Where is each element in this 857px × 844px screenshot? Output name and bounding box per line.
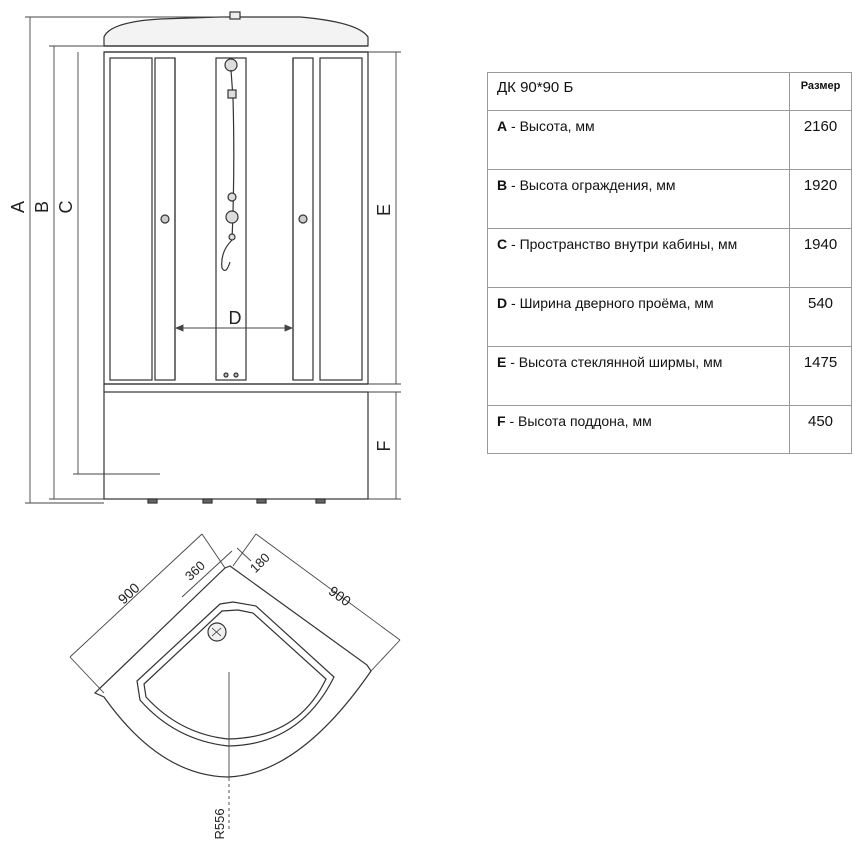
table-row: B - Высота ограждения, мм 1920 — [487, 169, 852, 229]
row-value: 1920 — [789, 169, 852, 229]
tray-basin-inner — [136, 601, 335, 747]
right-door-handle — [298, 214, 308, 224]
plan-dimension-lines — [69, 533, 401, 830]
row-letter: C — [497, 236, 508, 252]
row-label: - Ширина дверного проёма, мм — [507, 295, 714, 311]
control-knob-3 — [228, 233, 236, 241]
row-label: - Высота ограждения, мм — [507, 177, 676, 193]
control-knob-2 — [225, 210, 239, 224]
row-letter: D — [497, 295, 508, 311]
row-value: 1940 — [789, 228, 852, 288]
dim-label-F: F — [374, 441, 394, 452]
front-elevation — [103, 11, 369, 504]
table-row: F - Высота поддона, мм 450 — [487, 405, 852, 454]
shower-tray — [103, 391, 369, 500]
dim-label-left-900: 900 — [115, 579, 143, 607]
tray-foot-4 — [315, 498, 326, 504]
shower-column — [215, 57, 247, 381]
tray-outline-outer — [93, 565, 372, 778]
row-value: 1475 — [789, 346, 852, 406]
row-label: - Высота стеклянной ширмы, мм — [506, 354, 723, 370]
row-letter: F — [497, 413, 506, 429]
plan-dimension-labels: 900 900 360 180 R556 — [115, 550, 355, 840]
spec-table-title: ДК 90*90 Б — [487, 72, 790, 111]
row-letter: B — [497, 177, 508, 193]
table-row: C - Пространство внутри кабины, мм 1940 — [487, 228, 852, 288]
tray-foot-2 — [202, 498, 213, 504]
spec-table: ДК 90*90 Б Размер A - Высота, мм 2160 B … — [487, 72, 852, 454]
dim-label-C: C — [56, 201, 76, 214]
control-knob-1 — [227, 192, 237, 202]
table-row: E - Высота стеклянной ширмы, мм 1475 — [487, 346, 852, 406]
dim-label-E: E — [374, 204, 394, 216]
front-dimension-lines — [25, 16, 401, 504]
tray-foot-1 — [147, 498, 158, 504]
row-label: - Высота поддона, мм — [505, 413, 652, 429]
dim-label-right-900: 900 — [326, 583, 354, 610]
left-door-handle — [160, 214, 170, 224]
spec-table-header-row: ДК 90*90 Б Размер — [487, 72, 852, 111]
row-letter: E — [497, 354, 507, 370]
table-row: D - Ширина дверного проёма, мм 540 — [487, 287, 852, 347]
cabin-roof — [103, 16, 369, 47]
row-value: 540 — [789, 287, 852, 347]
row-letter: A — [497, 118, 508, 134]
shower-head — [224, 58, 238, 72]
left-side-panel — [109, 57, 153, 381]
tray-foot-3 — [256, 498, 267, 504]
dim-label-360: 360 — [182, 558, 208, 584]
roof-top-knob — [229, 11, 241, 20]
dim-label-B: B — [32, 201, 52, 213]
spec-table-column-header: Размер — [789, 72, 852, 111]
right-side-panel — [319, 57, 363, 381]
plan-view — [93, 565, 372, 778]
dim-label-R556: R556 — [212, 808, 227, 839]
front-dimension-labels: A B C D E F — [8, 201, 394, 452]
row-label: - Высота, мм — [507, 118, 595, 134]
row-label: - Пространство внутри кабины, мм — [507, 236, 738, 252]
dim-label-180: 180 — [247, 550, 273, 576]
table-row: A - Высота, мм 2160 — [487, 110, 852, 170]
dim-label-A: A — [8, 201, 28, 213]
row-value: 450 — [789, 405, 852, 454]
row-value: 2160 — [789, 110, 852, 170]
dim-label-D: D — [229, 308, 242, 328]
